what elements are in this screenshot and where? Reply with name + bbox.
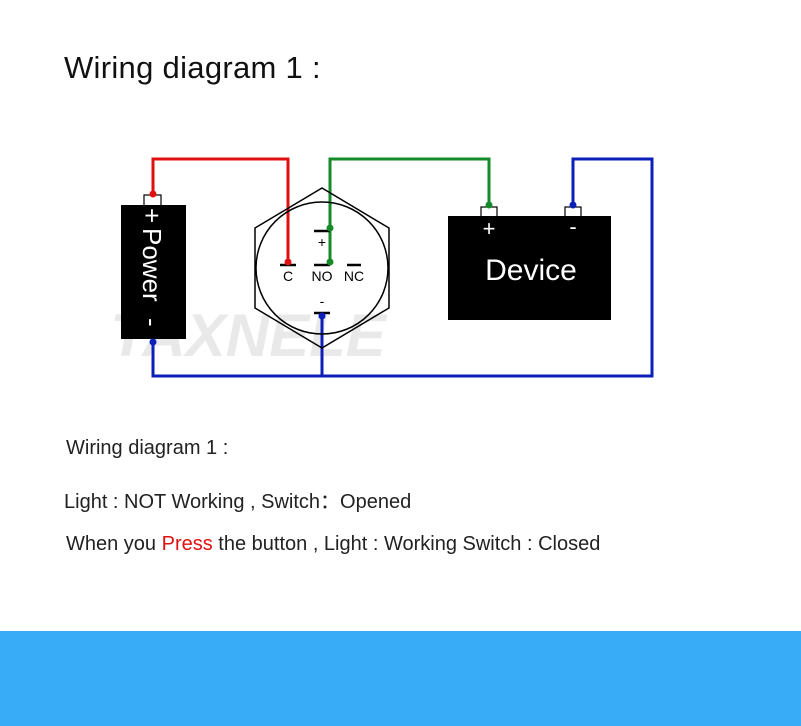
switch-led-minus-dot — [318, 312, 326, 320]
red-wire — [151, 157, 290, 262]
power-plus-dot — [149, 190, 157, 198]
device-block — [448, 216, 611, 320]
device-label: Device — [485, 254, 577, 287]
switch-nc-label: NC — [344, 268, 364, 284]
caption-diagram-title: Wiring diagram 1 : — [66, 437, 229, 459]
power-label: Power — [137, 228, 167, 302]
device-plus-dot — [485, 201, 493, 209]
switch-no-dot — [326, 258, 334, 266]
caption-pressed-text-a: When you — [66, 533, 162, 555]
power-block — [121, 205, 186, 339]
caption-pressed-text-b: the button , Light : Working Switch : Cl… — [212, 533, 601, 555]
device-minus-dot — [569, 201, 577, 209]
power-plus-sign: + — [137, 208, 167, 223]
blue-wire — [151, 157, 654, 378]
device-minus-sign: - — [569, 214, 576, 239]
switch-c-label: C — [283, 268, 293, 284]
caption-press-highlight: Press — [161, 533, 213, 555]
switch-led-minus-label: - — [320, 293, 325, 309]
green-wire — [328, 157, 491, 262]
switch-led-plus-label: + — [318, 234, 326, 250]
switch-no-label: NO — [312, 268, 333, 284]
power-minus-dot — [149, 338, 157, 346]
switch-hex-body — [254, 187, 390, 349]
wiring-diagram: TAXNELE + Power - + C NO NC - + - Device — [110, 157, 654, 378]
device-plus-sign: + — [483, 216, 496, 241]
caption-pressed-state: When you Press the button , Light : Work… — [66, 533, 600, 556]
power-minus-sign: - — [137, 318, 167, 327]
footer-band — [0, 631, 801, 726]
switch-led-plus-dot — [326, 224, 334, 232]
switch-c-dot — [284, 258, 292, 266]
switch-ring — [255, 201, 389, 335]
caption-open-state: Light : NOT Working , Switch：Opened — [64, 491, 412, 513]
page-title: Wiring diagram 1 : — [64, 50, 321, 85]
